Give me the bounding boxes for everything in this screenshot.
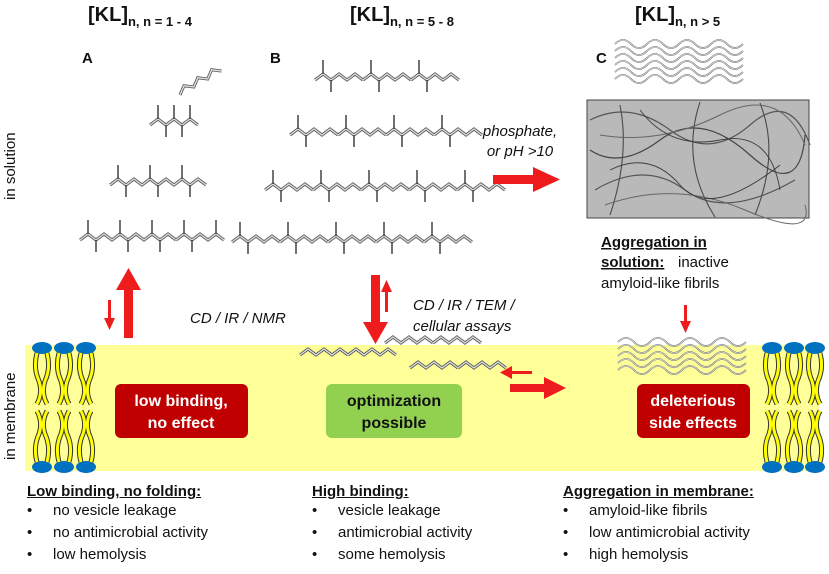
arrow-phosphate xyxy=(493,167,560,192)
arrow-b-down-big xyxy=(363,275,388,344)
svg-text:low binding,: low binding, xyxy=(134,393,227,410)
svg-text:side effects: side effects xyxy=(649,415,737,432)
arrow-a-up-big xyxy=(116,268,141,338)
list-low-binding-head: Low binding, no folding: xyxy=(27,483,202,500)
list-item: •low antimicrobial activity xyxy=(563,524,750,541)
list-item: •vesicle leakage xyxy=(312,502,441,519)
svg-text:no effect: no effect xyxy=(148,415,215,432)
panel-label-b: B xyxy=(270,50,281,67)
side-label-solution: in solution xyxy=(2,132,19,200)
list-item: •some hemolysis xyxy=(312,546,446,563)
box-optimization: optimization possible xyxy=(326,384,462,438)
aggregation-solution-head-2: solution: xyxy=(601,254,664,271)
arrow-label-cd-ir-tem-2: cellular assays xyxy=(413,318,512,335)
tem-micrograph xyxy=(586,99,811,225)
side-label-membrane: in membrane xyxy=(2,372,19,460)
svg-text:deleterious: deleterious xyxy=(650,393,735,410)
arrow-c-down-small xyxy=(680,305,691,333)
panel-label-c: C xyxy=(596,50,607,67)
arrow-membrane-equilibrium xyxy=(500,366,566,399)
list-item: •high hemolysis xyxy=(563,546,689,563)
list-item: •no antimicrobial activity xyxy=(27,524,209,541)
aggregation-solution-head-1: Aggregation in xyxy=(601,234,707,251)
helix-group-b xyxy=(230,60,507,254)
column-c-header: [KL]n, n > 5 xyxy=(635,4,720,29)
arrow-b-up-small xyxy=(381,280,392,312)
aggregation-solution-rest-2: amyloid-like fibrils xyxy=(601,275,719,292)
arrow-a-down-small xyxy=(104,300,115,330)
column-b-header: [KL]n, n = 5 - 8 xyxy=(350,4,454,29)
column-a-header: [KL]n, n = 1 - 4 xyxy=(88,4,193,29)
arrow-label-phosphate-2: or pH >10 xyxy=(487,143,554,160)
svg-text:optimization: optimization xyxy=(347,393,441,410)
fibril-bundle-solution xyxy=(614,39,744,84)
list-item: •amyloid-like fibrils xyxy=(563,502,708,519)
box-deleterious: deleterious side effects xyxy=(637,384,750,438)
arrow-label-cd-ir-nmr: CD / IR / NMR xyxy=(190,310,286,327)
helix-group-a xyxy=(78,64,226,252)
list-item: •low hemolysis xyxy=(27,546,147,563)
aggregation-solution-rest-1: inactive xyxy=(678,254,729,271)
arrow-label-cd-ir-tem-1: CD / IR / TEM / xyxy=(413,297,517,314)
panel-label-a: A xyxy=(82,50,93,67)
list-item: •antimicrobial activity xyxy=(312,524,473,541)
list-item: •no vesicle leakage xyxy=(27,502,177,519)
arrow-label-phosphate-1: phosphate, xyxy=(482,123,557,140)
svg-text:possible: possible xyxy=(362,415,427,432)
list-high-binding: High binding: •vesicle leakage •antimicr… xyxy=(312,483,472,566)
list-aggregation-membrane: Aggregation in membrane: •amyloid-like f… xyxy=(563,483,754,566)
list-aggregation-membrane-head: Aggregation in membrane: xyxy=(563,483,754,500)
list-low-binding: Low binding, no folding: •no vesicle lea… xyxy=(27,483,208,566)
box-low-binding: low binding, no effect xyxy=(115,384,248,438)
list-high-binding-head: High binding: xyxy=(312,483,409,500)
